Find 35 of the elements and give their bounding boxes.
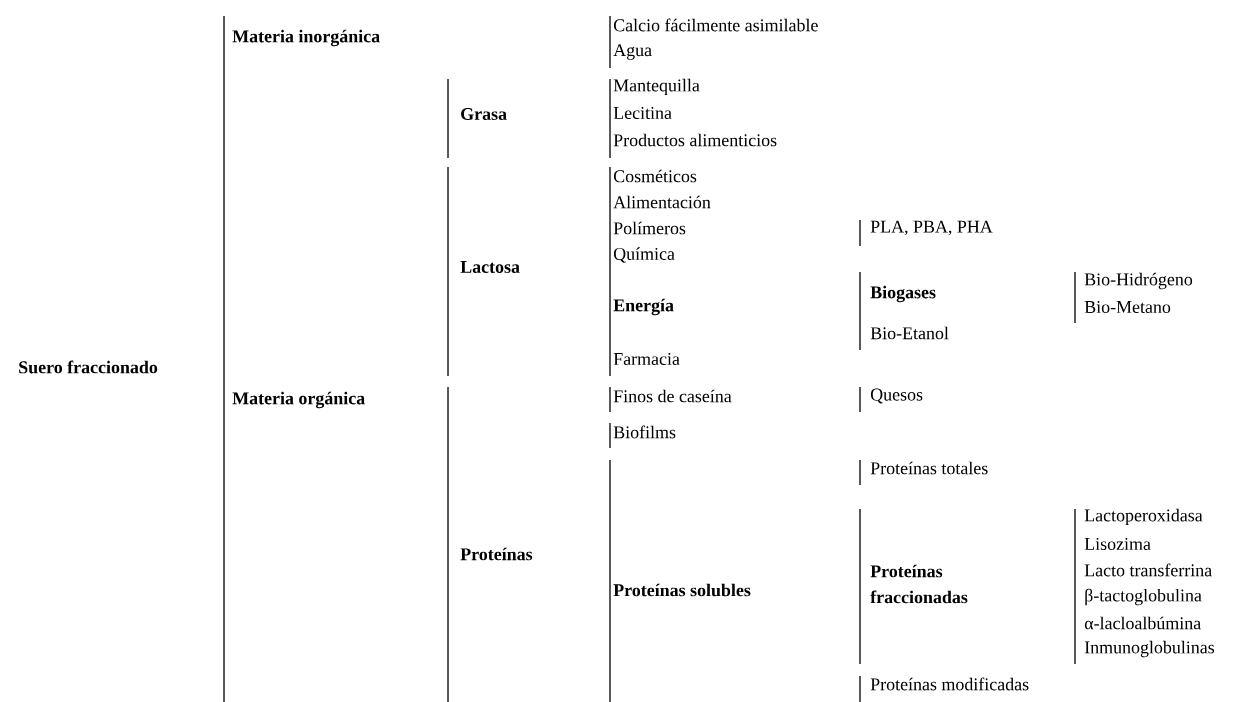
item-label: Cosméticos — [613, 169, 697, 183]
category-label: Proteínas fraccionadas — [870, 564, 968, 604]
item-label: Alimentación — [613, 195, 711, 209]
category-label: Proteínas solubles — [613, 583, 751, 597]
category-label: Materia orgánica — [232, 391, 365, 409]
item-label: Polímeros — [613, 221, 686, 235]
category-label: Grasa — [461, 107, 507, 120]
item-label: Inmunoglobulinas — [1084, 640, 1215, 658]
item-label: Bio-Etanol — [870, 326, 949, 340]
item-label: Bio-Hidrógeno — [1084, 272, 1193, 290]
category-label: Proteínas — [460, 547, 533, 561]
item-label: Calcio fácilmente asimilable — [613, 18, 818, 32]
item-label: Lisozima — [1084, 537, 1151, 550]
item-label: Agua — [613, 44, 652, 60]
category-label: Materia inorgánica — [232, 29, 380, 47]
item-label: Bio-Metano — [1084, 300, 1171, 313]
category-label: Energía — [613, 298, 674, 316]
category-label: Lactosa — [460, 261, 520, 273]
item-label: Lacto transferrina — [1084, 563, 1212, 577]
item-label: Biofilms — [613, 425, 676, 439]
item-label: β-tactoglobulina — [1085, 588, 1202, 606]
category-label: Biogases — [870, 285, 936, 303]
item-label: PLA, PBA, PHA — [870, 220, 993, 236]
item-label: Lactoperoxidasa — [1084, 508, 1203, 526]
item-label: Farmacia — [613, 352, 680, 365]
item-label: Quesos — [870, 388, 923, 404]
item-label: Mantequilla — [613, 78, 700, 96]
item-label: α-lacloalbúmina — [1084, 616, 1201, 630]
item-label: Proteínas modificadas — [870, 677, 1029, 691]
category-label: Suero fraccionado — [19, 360, 158, 374]
item-label: Lecitina — [613, 106, 672, 119]
item-label: Proteínas totales — [870, 461, 988, 475]
item-label: Química — [613, 247, 675, 263]
item-label: Finos de caseína — [613, 389, 732, 403]
item-label: Productos alimenticios — [613, 133, 777, 147]
